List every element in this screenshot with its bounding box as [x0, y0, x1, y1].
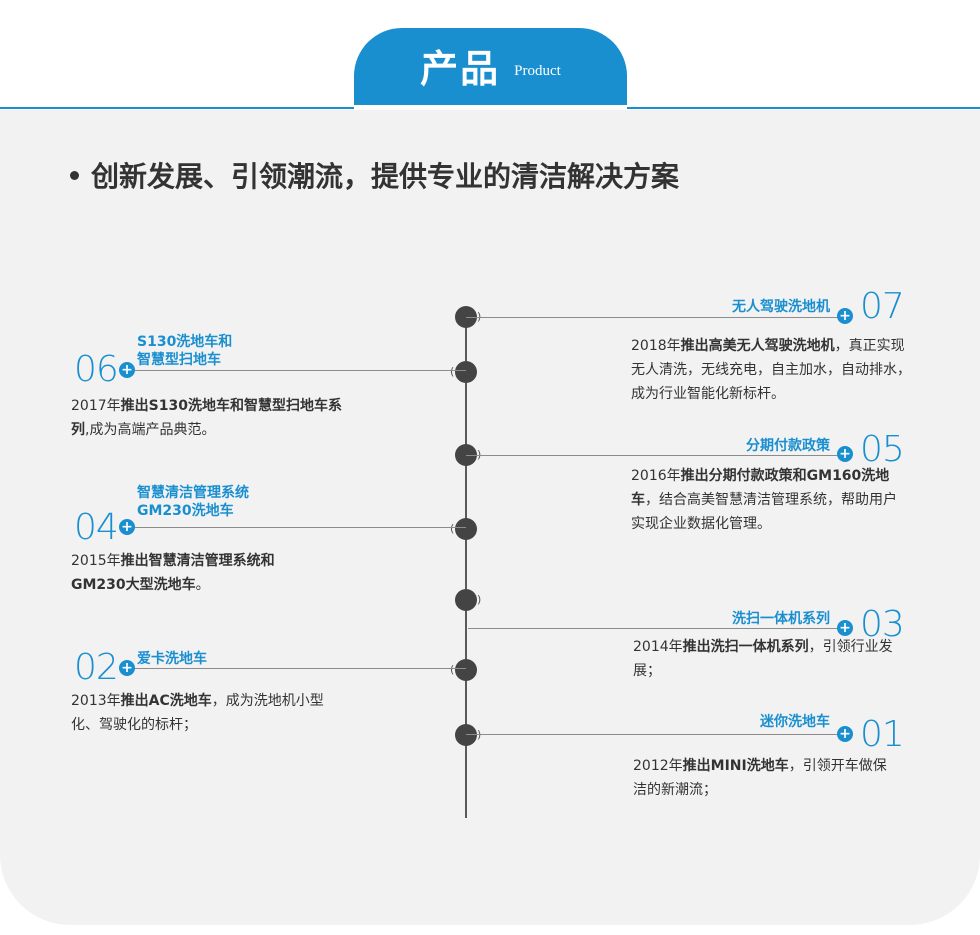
section-title-cn: 产品 [420, 46, 501, 91]
plus-icon[interactable]: + [837, 726, 853, 742]
connector-line [468, 628, 840, 629]
timeline-node-01 [455, 724, 477, 746]
item-number: 01 [860, 714, 905, 755]
plus-icon[interactable]: + [119, 660, 135, 676]
item-title: 爱卡洗地车 [137, 651, 207, 667]
plus-icon[interactable]: + [119, 362, 135, 378]
item-title: 迷你洗地车 [760, 714, 830, 730]
node-bracket-icon: ) [477, 310, 481, 323]
item-description: 2016年推出分期付款政策和GM160洗地车，结合高美智慧清洁管理系统，帮助用户… [631, 468, 897, 532]
node-bracket-icon: ( [450, 663, 455, 676]
bullet-dot [70, 170, 79, 180]
item-number: 03 [860, 604, 905, 645]
item-number: 06 [74, 349, 119, 390]
item-title: S130洗地车和 [137, 334, 233, 350]
item-description: 2013年推出AC洗地车，成为洗地机小型化、驾驶化的标杆； [71, 693, 324, 733]
connector-line [135, 527, 466, 528]
item-description: 2017年推出S130洗地车和智慧型扫地车系列,成为高端产品典范。 [71, 398, 342, 438]
plus-icon[interactable]: + [837, 620, 853, 636]
item-title: 分期付款政策 [746, 438, 830, 454]
section-title-en: Product [514, 62, 561, 79]
timeline-node-04 [455, 518, 477, 540]
page-headline: 创新发展、引领潮流，提供专业的清洁解决方案 [70, 155, 679, 195]
connector-line [135, 370, 466, 371]
node-bracket-icon: ( [450, 365, 455, 378]
item-title: GM230洗地车 [137, 503, 234, 519]
plus-icon[interactable]: + [119, 519, 135, 535]
timeline-node-03 [455, 589, 477, 611]
section-tab: 产品 Product [354, 28, 627, 110]
item-title: 智慧清洁管理系统 [137, 485, 249, 501]
item-number: 02 [74, 647, 119, 688]
item-title: 智慧型扫地车 [137, 352, 221, 368]
item-number: 05 [860, 429, 905, 470]
content-panel [0, 110, 980, 925]
node-bracket-icon: ) [477, 448, 481, 461]
plus-icon[interactable]: + [837, 308, 853, 324]
item-number: 04 [74, 507, 119, 548]
timeline-axis [465, 316, 467, 818]
item-description: 2012年推出MINI洗地车，引领开车做保洁的新潮流； [633, 758, 887, 798]
item-title: 洗扫一体机系列 [732, 611, 830, 627]
tab-underline [354, 105, 627, 110]
node-bracket-icon: ) [477, 593, 482, 606]
connector-line [135, 668, 466, 669]
connector-line [466, 455, 840, 456]
node-bracket-icon: ( [450, 522, 455, 535]
connector-line [466, 734, 840, 735]
plus-icon[interactable]: + [837, 446, 853, 462]
timeline-node-06 [455, 361, 477, 383]
item-description: 2014年推出洗扫一体机系列，引领行业发展； [633, 639, 893, 679]
item-description: 2015年推出智慧清洁管理系统和GM230大型洗地车。 [71, 553, 275, 593]
connector-line [466, 317, 840, 318]
timeline-node-02 [455, 659, 477, 681]
item-description: 2018年推出高美无人驾驶洗地机，真正实现无人清洗，无线充电，自主加水，自动排水… [631, 338, 911, 402]
item-title: 无人驾驶洗地机 [732, 299, 830, 315]
item-number: 07 [860, 286, 905, 327]
